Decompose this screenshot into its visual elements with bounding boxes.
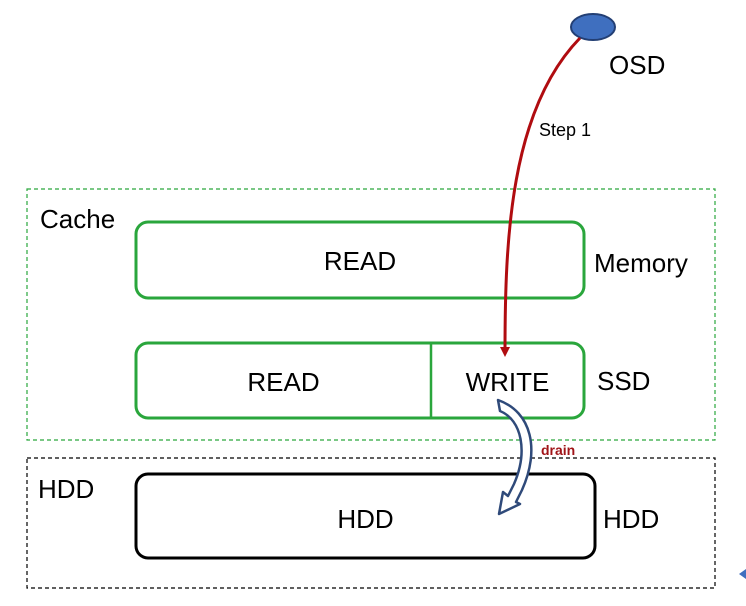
memory-read-label: READ — [323, 246, 397, 276]
drain-label: drain — [541, 442, 576, 458]
memory-box — [134, 220, 586, 300]
hdd-group-label: HDD — [38, 474, 95, 504]
step-label: Step 1 — [539, 120, 592, 140]
memory-side-label: Memory — [594, 248, 688, 278]
osd-node — [570, 13, 616, 41]
hdd-box-label: HDD — [337, 504, 394, 534]
step-arrow — [500, 36, 582, 357]
hdd-box — [134, 472, 597, 560]
hdd-group — [26, 457, 716, 589]
ssd-side-label: SSD — [597, 366, 651, 396]
ssd-box — [134, 341, 586, 420]
ssd-read-label: READ — [247, 367, 320, 397]
cache-group — [26, 188, 716, 441]
hdd-side-label: HDD — [603, 504, 660, 534]
cache-label: Cache — [40, 204, 116, 234]
edge-mark — [739, 569, 746, 579]
drain-arrow — [496, 398, 533, 516]
ssd-write-label: WRITE — [465, 367, 550, 397]
osd-label: OSD — [609, 50, 666, 80]
